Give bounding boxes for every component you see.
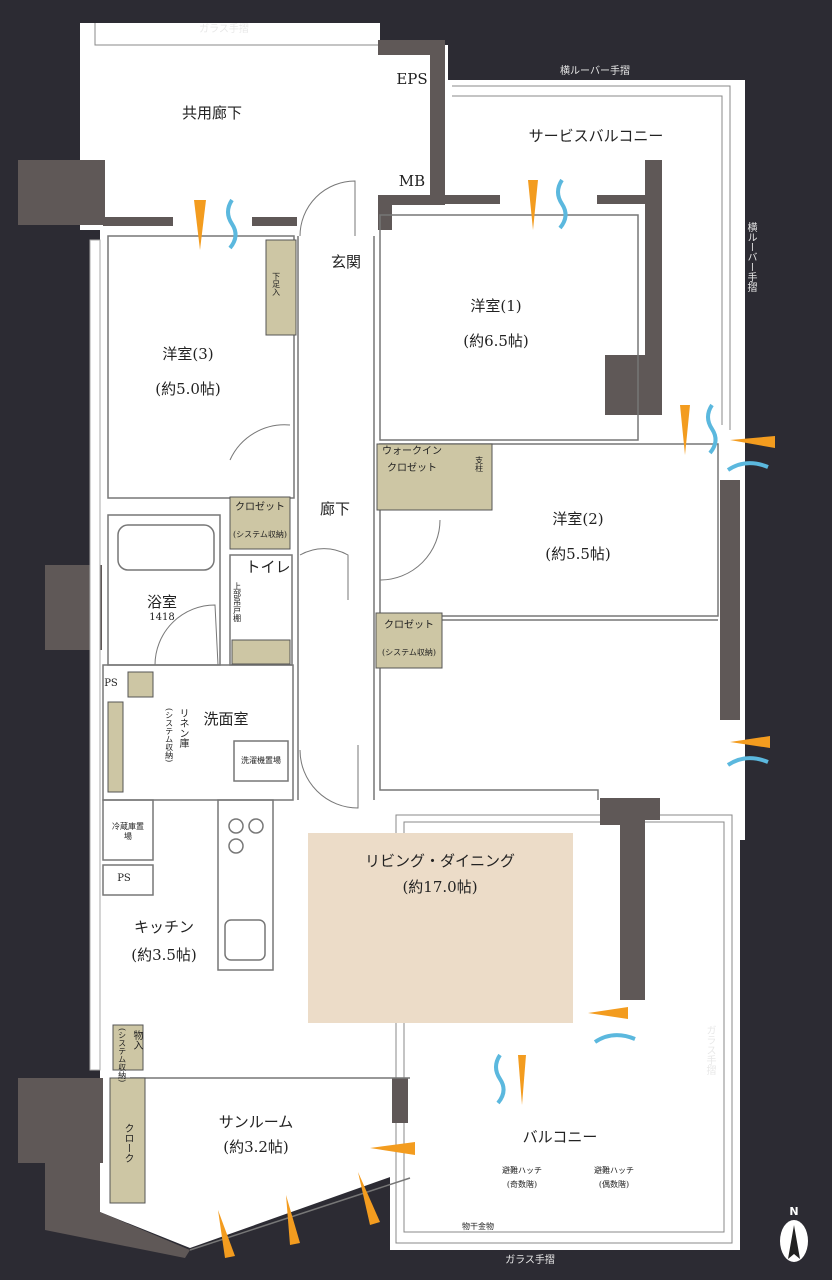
living-floor <box>308 833 573 1023</box>
ps-label-2: PS <box>117 873 131 884</box>
closet-b-label: クロゼット <box>384 620 434 631</box>
entrance-label: 玄関 <box>330 253 362 271</box>
linen-label: リネン庫 <box>177 708 188 748</box>
washer-label: 洗濯機置場 <box>241 756 281 765</box>
western-room-2-name: 洋室(2) <box>552 510 604 528</box>
light-arrows <box>194 180 775 1258</box>
upper-cabinet-label: 上部吊戸棚 <box>232 582 242 622</box>
closets <box>107 239 493 1204</box>
walkin-closet-label-1: ウォークイン <box>382 446 442 457</box>
storage-label: 物入 <box>131 1030 142 1050</box>
ps-label-1: PS <box>104 678 118 689</box>
sunroom-name: サンルーム <box>218 1113 294 1131</box>
railings <box>94 20 733 1244</box>
closet-a-sub: (システム収納) <box>232 530 288 539</box>
balcony-label: バルコニー <box>522 1128 598 1146</box>
north-label: N <box>789 1205 799 1218</box>
louver-railing-top-label: 横ルーバー手摺 <box>560 66 630 77</box>
eps-label: EPS <box>396 70 428 88</box>
closet-a-label: クロゼット <box>235 502 285 513</box>
glass-railing-top-label: ガラス手摺 <box>199 24 249 35</box>
western-room-1-name: 洋室(1) <box>470 297 522 315</box>
glass-railing-right-label: ガラス手摺 <box>704 1025 715 1075</box>
sunroom-size: (約3.2帖) <box>223 1138 289 1156</box>
north-arrow-icon <box>780 1220 808 1262</box>
mb-label: MB <box>398 172 426 190</box>
pillar-label: 支柱 <box>474 456 484 472</box>
walls <box>18 40 740 1258</box>
louver-railing-right-label: 横ルーバー手摺 <box>745 222 756 292</box>
toilet-label: トイレ <box>245 558 291 576</box>
drying-rack-label: 物干金物 <box>462 1222 494 1231</box>
western-room-1-size: (約6.5帖) <box>463 332 529 350</box>
cloak-label: クローク <box>122 1123 133 1163</box>
doors <box>154 180 441 809</box>
common-corridor-label: 共用廊下 <box>181 104 243 122</box>
bath-label: 浴室 <box>146 593 178 611</box>
western-room-2-size: (約5.5帖) <box>545 545 611 563</box>
hallway-label: 廊下 <box>319 500 351 518</box>
hatch <box>89 239 101 1071</box>
kitchen-name: キッチン <box>133 918 195 936</box>
bath-size: 1418 <box>149 612 175 623</box>
linen-sub: (システム収納) <box>164 708 174 763</box>
storage-sub: (システム収納) <box>117 1028 127 1083</box>
shoe-closet-label: 下足入 <box>271 272 281 296</box>
walkin-closet-label-2: クロゼット <box>387 463 437 474</box>
western-room-3-size: (約5.0帖) <box>155 380 221 398</box>
service-balcony-label: サービスバルコニー <box>528 127 664 145</box>
closet-b-sub: (システム収納) <box>381 648 437 657</box>
glass-railing-bottom-label: ガラス手摺 <box>505 1255 555 1266</box>
kitchen-size: (約3.5帖) <box>131 946 197 964</box>
hatch-odd-name: 避難ハッチ <box>502 1166 542 1175</box>
fridge-label: 冷蔵庫置場 <box>112 822 144 841</box>
wind-arrows <box>226 178 769 1105</box>
western-room-3-name: 洋室(3) <box>162 345 214 363</box>
hatch-even-name: 避難ハッチ <box>594 1166 634 1175</box>
hatch-odd-sub: (奇数階) <box>506 1180 538 1189</box>
washroom-label: 洗面室 <box>203 710 249 728</box>
hatch-even-sub: (偶数階) <box>598 1180 630 1189</box>
living-name: リビング・ダイニング <box>364 852 516 870</box>
living-size: (約17.0帖) <box>402 878 478 896</box>
north-compass: N <box>779 1205 809 1265</box>
